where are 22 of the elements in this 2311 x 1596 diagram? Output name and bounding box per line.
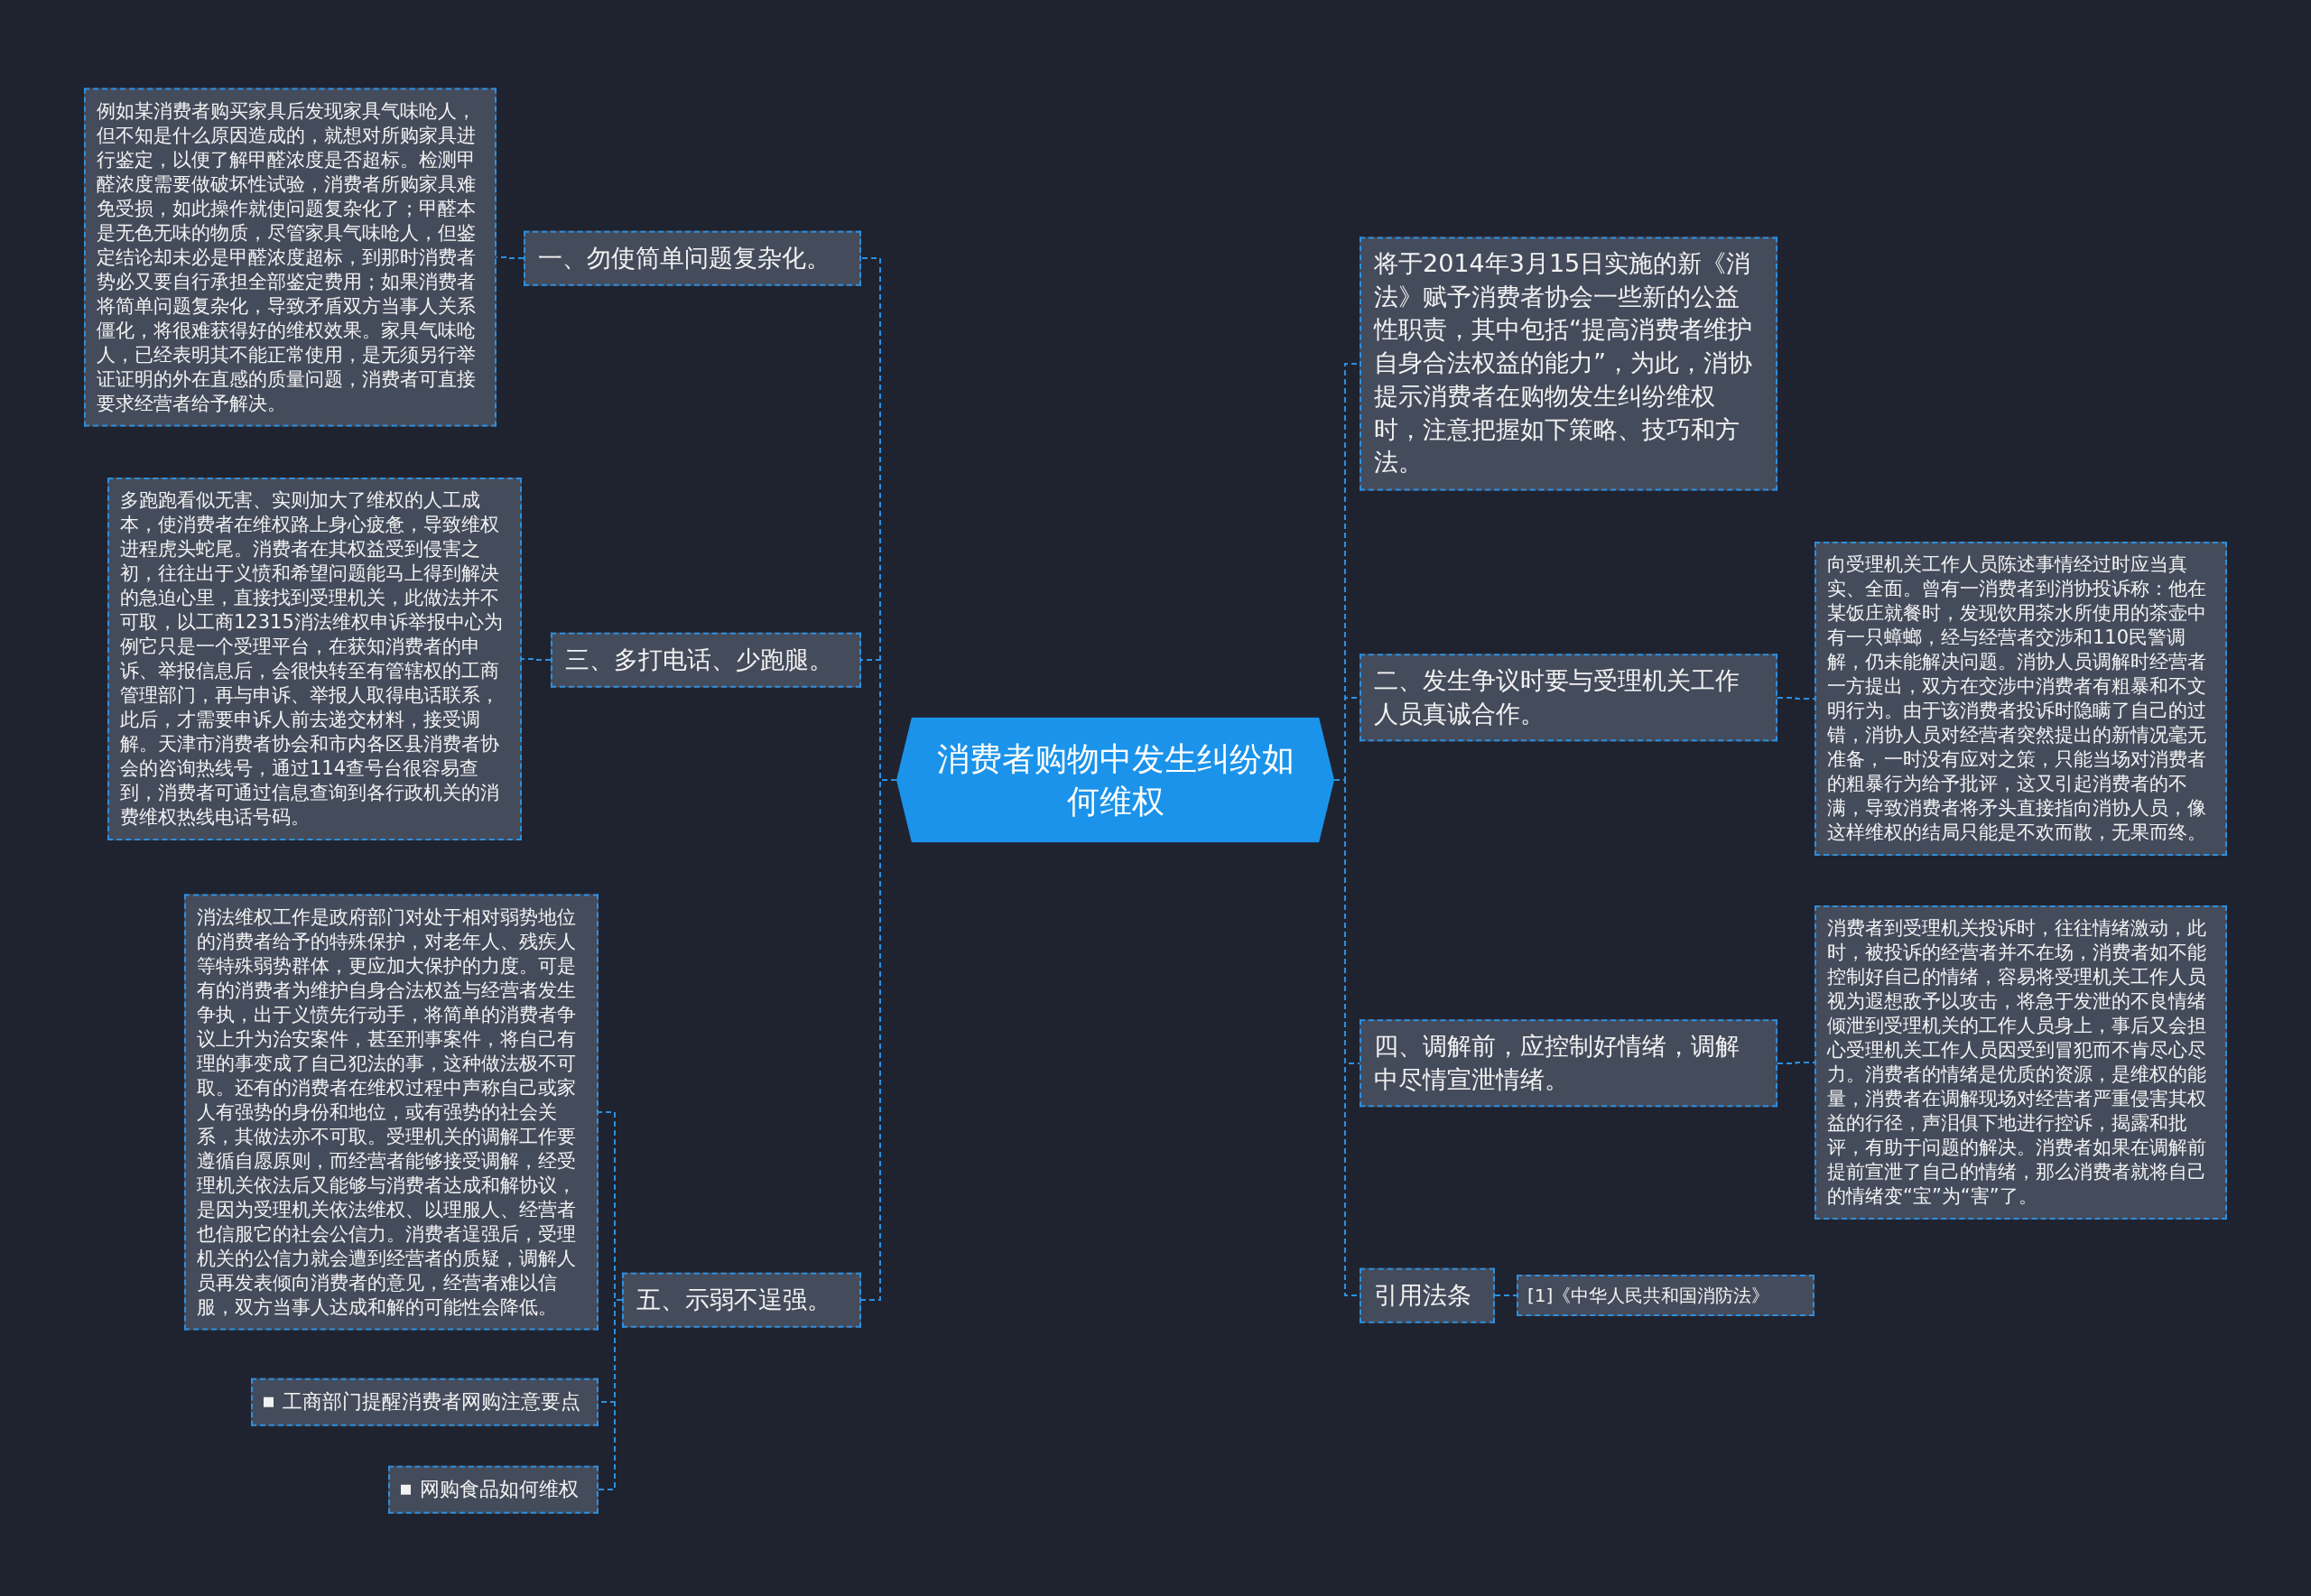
topic-box: 二、发生争议时要与受理机关工作人员真诚合作。 [1360, 654, 1777, 742]
note-box: 例如某消费者购买家具后发现家具气味呛人，但不知是什么原因造成的，就想对所购家具进行鉴定，以便了解甲醛浓度是否超标。检测甲醛浓度需要做破坏性试验，消费者所购家具难免受损，如此操作就使问题复杂化了；甲醛本是无色无味的物质，尽管家具气味呛人，但鉴定结论却未必是甲醛浓度超标，到那时消费者势必又要自行承担全部鉴定费用；如果消费者将简单问题复杂化，导致矛盾双方当事人关系僵化，将很难获得好的维权效果。家具气味呛人，已经表明其不能正常使用，是无须另行举证证明的外在直感的质量问题，消费者可直接要求经营者给予解决。 [84, 88, 497, 427]
topic-box: 三、多打电话、少跑腿。 [551, 632, 861, 688]
reference-box: [1]《中华人民共和国消防法》 [1517, 1275, 1814, 1316]
topic-box: 引用法条 [1360, 1267, 1495, 1323]
connector-line [1777, 697, 1815, 700]
link-text: 网购食品如何维权 [420, 1476, 579, 1502]
topic-box: 将于2014年3月15日实施的新《消法》赋予消费者协会一些新的公益性职责，其中包括“提高消费者维护自身合法权益的能力”，为此，消协提示消费者在购物发生纠纷维权时，注意把握如下策略、技巧和方法。 [1360, 237, 1777, 491]
note-box: 向受理机关工作人员陈述事情经过时应当真实、全面。曾有一消费者到消协投诉称：他在某饭庄就餐时，发现饮用茶水所使用的茶壶中有一只蟑螂，经与经营者交涉和110民警调解，仍未能解决问题。消协人员调解时经营者一方提出，双方在交涉中消费者有粗暴和不文明行为。由于该消费者投诉时隐瞒了自己的过错，消协人员对经营者突然提出的新情况毫无准备，一时没有应对之策，只能当场对消费者的粗暴行为给予批评，这又引起消费者的不满，导致消费者将矛头直接指向消协人员，像这样维权的结局只能是不欢而散，无果而终。 [1814, 542, 2227, 856]
connector-line [598, 1299, 623, 1490]
note-box: 消费者到受理机关投诉时，往往情绪激动，此时，被投诉的经营者并不在场，消费者如不能控制好自己的情绪，容易将受理机关工作人员视为遐想敌予以攻击，将急于发泄的不良情绪倾泄到受理机关的工作人员身上，事后又会担心受理机关工作人员因受到冒犯而不肯尽心尽力。消费者的情绪是优质的资源，是维权的能量，消费者在调解现场对经营者严重侵害其权益的行径，声泪俱下地进行控诉，揭露和批评，有助于问题的解决。消费者如果在调解前提前宣泄了自己的情绪，那么消费者就将自己的情绪变“宝”为“害”了。 [1814, 905, 2227, 1220]
note-box: 消法维权工作是政府部门对处于相对弱势地位的消费者给予的特殊保护，对老年人、残疾人等特殊弱势群体，更应加大保护的力度。可是有的消费者为维护自身合法权益与经营者发生争执，出于义愤先行动手，将简单的消费者争议上升为治安案件，甚至刑事案件，将自己有理的事变成了自己犯法的事，这种做法极不可取。还有的消费者在维权过程中声称自己或家人有强势的身份和地位，或有强势的社会关系，其做法亦不可取。受理机关的调解工作要遵循自愿原则，而经营者能够接受调解，经受理机关依法后又能够与消费者达成和解协议，是因为受理机关依法维权、以理服人、经营者也信服它的社会公信力。消费者逞强后，受理机关的公信力就会遭到经营者的质疑，调解人员再发表倾向消费者的意见，经营者难以信服，双方当事人达成和解的可能性会降低。 [184, 894, 599, 1331]
link-item [388, 1465, 599, 1514]
link-text: 工商部门提醒消费者网购注意要点 [283, 1388, 580, 1415]
connector-line [1777, 1062, 1815, 1064]
link-item [251, 1378, 599, 1426]
topic-box: 一、勿使简单问题复杂化。 [524, 230, 861, 286]
topic-box: 五、示弱不逞强。 [622, 1272, 861, 1328]
topic-box: 四、调解前，应控制好情绪，调解中尽情宣泄情绪。 [1360, 1019, 1777, 1108]
connector-line [521, 658, 552, 661]
connector-line [1494, 1294, 1517, 1296]
note-box: 多跑跑看似无害、实则加大了维权的人工成本，使消费者在维权路上身心疲惫，导致维权进程虎头蛇尾。消费者在其权益受到侵害之初，往往出于义愤和希望问题能马上得到解决的急迫心里，直接找到受理机关，此做法并不可取，以工商12315消法维权申诉举报中心为例它只是一个受理平台，在获知消费者的申诉、举报信息后，会很快转至有管辖权的工商管理部门，再与申诉、举报人取得电话联系，此后，才需要申诉人前去递交材料，接受调解。天津市消费者协会和市内各区县消费者协会的咨询热线号，通过114查号台很容易查到，消费者可通过信息查询到各行政机关的消费维权热线电话号码。 [107, 478, 522, 840]
